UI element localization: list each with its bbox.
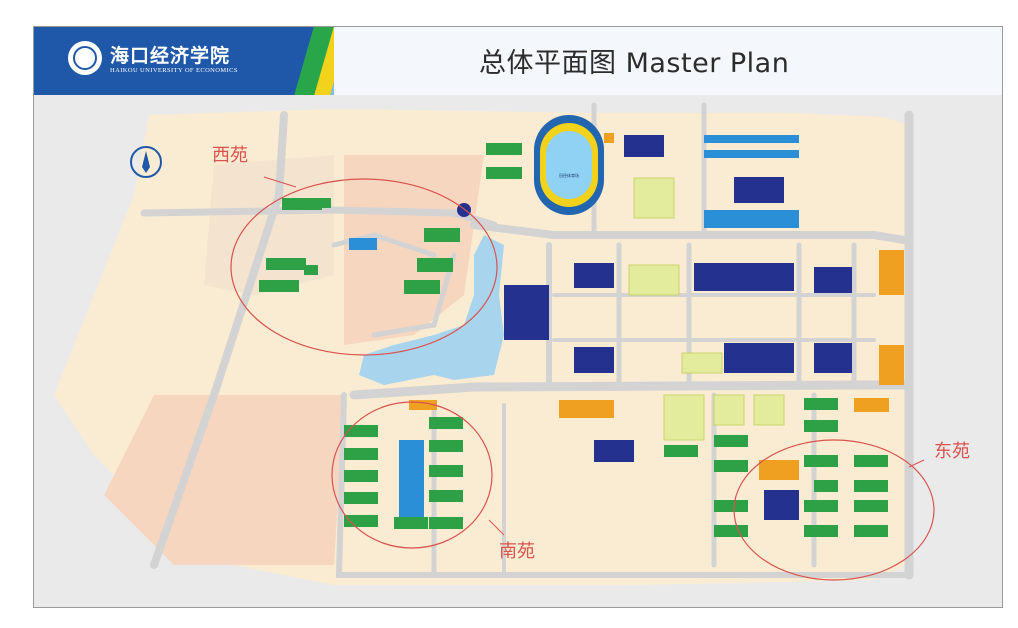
- admin-building: [624, 135, 664, 157]
- south-zone-outline: [331, 401, 493, 549]
- south-pointer: [488, 519, 505, 536]
- south-zone-label: 南苑: [499, 541, 535, 562]
- orange-buildings: [409, 133, 904, 480]
- east-zone-outline: [733, 439, 935, 581]
- south-dorms: [344, 417, 463, 529]
- building: [814, 267, 852, 293]
- east-zone-label: 东苑: [934, 441, 970, 462]
- teaching-building-1: [694, 263, 794, 291]
- engineering-building: [764, 490, 799, 520]
- east-dorms: [664, 398, 888, 537]
- arts-center-building: [574, 263, 614, 288]
- header-banner: 海口经济学院 HAIKOU UNIVERSITY OF ECONOMICS 总体…: [34, 27, 1002, 95]
- map-frame: 海口经济学院 HAIKOU UNIVERSITY OF ECONOMICS 总体…: [33, 26, 1003, 608]
- west-zone-outline: [230, 178, 498, 356]
- library-building: [504, 285, 549, 340]
- west-zone-label: 西苑: [212, 145, 248, 166]
- west-pointer: [263, 176, 297, 188]
- building: [594, 440, 634, 462]
- lake: [359, 235, 504, 385]
- logo-icon: [68, 41, 102, 75]
- compass-icon: [130, 146, 162, 178]
- auditorium-building: [814, 343, 852, 373]
- map-canvas: 田径体育场: [34, 95, 1002, 607]
- campus-map: 田径体育场: [34, 95, 1002, 607]
- gym-building: [724, 343, 794, 373]
- stadium-label: 田径体育场: [559, 172, 579, 178]
- header-title-area: [334, 27, 1002, 95]
- plaza-area: [104, 395, 344, 565]
- stadium-field: [546, 131, 592, 199]
- school-name-en: HAIKOU UNIVERSITY OF ECONOMICS: [110, 67, 238, 74]
- service-buildings: [349, 135, 799, 520]
- east-pointer: [908, 459, 925, 468]
- academic-buildings: [504, 135, 852, 520]
- building: [734, 177, 784, 203]
- arts-building: [574, 347, 614, 373]
- campus-yards: [628, 177, 785, 441]
- school-name-cn: 海口经济学院: [110, 45, 231, 67]
- west-dorms: [259, 143, 522, 294]
- page-title: 总体平面图 Master Plan: [479, 48, 790, 79]
